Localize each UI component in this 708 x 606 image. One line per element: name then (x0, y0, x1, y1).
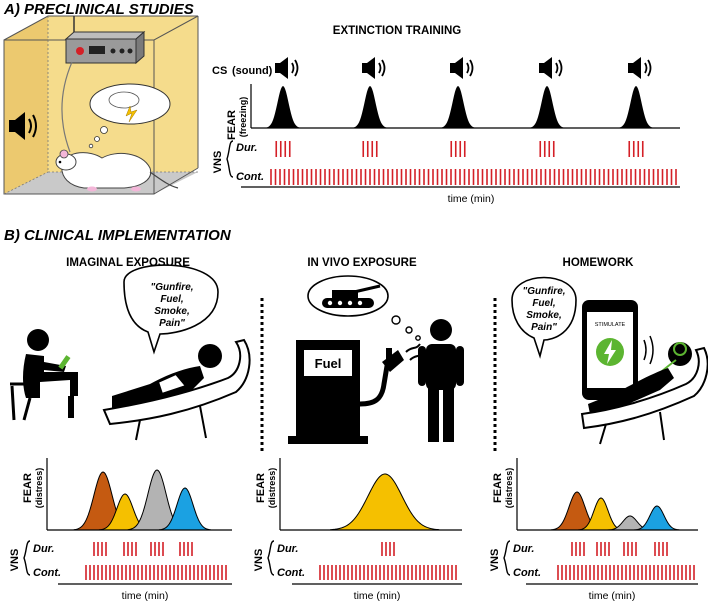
smartphone-icon: STIMULATE (582, 300, 638, 400)
dur-label-a: Dur. (236, 142, 257, 154)
imaginal-quote-line-4: Pain" (159, 318, 185, 329)
vns-label-a: VNS (212, 151, 224, 174)
section-b-title: B) CLINICAL IMPLEMENTATION (4, 227, 232, 244)
cont-label-b3: Cont. (513, 567, 541, 579)
vns-brace-b2 (267, 540, 275, 576)
cs-speaker-icon (275, 57, 299, 79)
fear-sub-label-b3: (distress) (504, 468, 514, 509)
imaginal-quote-line-1: "Gunfire, (150, 282, 193, 293)
dur-label-b2: Dur. (277, 543, 298, 555)
fear-label-a: FEAR (226, 110, 238, 140)
dur-label-b3: Dur. (513, 543, 534, 555)
fear-label-b3: FEAR (492, 473, 504, 503)
patient-recliner-icon (102, 338, 251, 441)
rat-icon (55, 149, 179, 192)
vns-label-b2: VNS (253, 549, 265, 572)
cs-speaker-icon (450, 57, 474, 79)
dur-label-b1: Dur. (33, 543, 54, 555)
fear-peak (330, 473, 440, 531)
in-vivo-exposure-illustration: Fuel (288, 275, 464, 444)
fuel-pump-icon: Fuel (288, 340, 404, 444)
homework-speech-bubble (511, 276, 577, 359)
homework-patient-icon (580, 342, 708, 445)
homework-quote-line-3: Smoke, (526, 310, 562, 321)
cs-sub-label: (sound) (232, 65, 273, 77)
homework-quote-line-4: Pain" (531, 322, 557, 333)
in-vivo-exposure-header: IN VIVO EXPOSURE (307, 257, 417, 269)
device-led-icon (76, 47, 84, 55)
cs-speaker-icon (628, 57, 652, 79)
homework-quote-line-2: Fuel, (532, 298, 555, 309)
imaginal-quote-line-2: Fuel, (160, 294, 183, 305)
fear-peak (158, 487, 212, 531)
vns-label-b3: VNS (489, 549, 501, 572)
homework-header: HOMEWORK (563, 257, 635, 269)
imaginal-speech-bubble (123, 264, 219, 355)
cs-speaker-icon (362, 57, 386, 79)
rat-box-illustration (3, 15, 199, 195)
fuel-sign-text: Fuel (315, 356, 342, 371)
vns-brace-b1 (23, 540, 31, 576)
vns-brace-b3 (503, 540, 511, 576)
therapist-icon (10, 329, 78, 421)
stimulate-bolt-icon (604, 340, 616, 364)
cs-label: CS (212, 65, 227, 77)
extinction-training-header: EXTINCTION TRAINING (333, 25, 461, 37)
homework-illustration: "Gunfire, Fuel, Smoke, Pain" STIMULATE (511, 276, 708, 445)
fear-peak (634, 505, 680, 531)
homework-quote-line-1: "Gunfire, (522, 286, 565, 297)
cont-label-b1: Cont. (33, 567, 61, 579)
vns-brace-a (226, 140, 234, 178)
person-standing-icon (418, 319, 464, 442)
section-a-title: A) PRECLINICAL STUDIES (3, 1, 194, 18)
vns-label-b1: VNS (9, 549, 21, 572)
imaginal-quote-line-3: Smoke, (154, 306, 190, 317)
fear-label-b2: FEAR (255, 473, 267, 503)
wall-speaker-icon (9, 112, 37, 140)
time-label-a: time (min) (448, 193, 495, 205)
shock-bolt-icon (125, 105, 138, 123)
cont-label-a: Cont. (236, 171, 264, 183)
fear-curve-preclinical (259, 86, 660, 128)
time-label-b2: time (min) (354, 590, 401, 602)
cs-speaker-icon (539, 57, 563, 79)
fear-label-b1: FEAR (22, 473, 34, 503)
time-label-b1: time (min) (122, 590, 169, 602)
fear-sub-label-a: (freezing) (238, 97, 248, 138)
cont-label-b2: Cont. (277, 567, 305, 579)
fear-sub-label-b1: (distress) (34, 468, 44, 509)
imaginal-exposure-illustration: "Gunfire, Fuel, Smoke, Pain" (10, 264, 251, 441)
tank-icon (322, 284, 381, 308)
phone-stimulate-text: STIMULATE (595, 322, 626, 328)
time-label-b3: time (min) (589, 590, 636, 602)
fear-sub-label-b2: (distress) (267, 468, 277, 509)
